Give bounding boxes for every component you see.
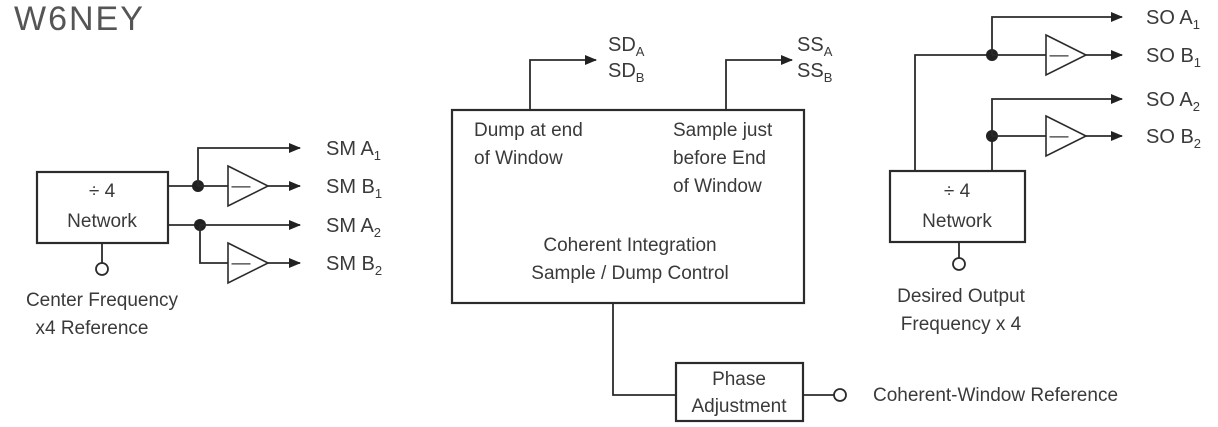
phase-link-wire — [612, 303, 676, 396]
control-label-line2: Sample / Dump Control — [531, 263, 728, 284]
sample-label-line1: Sample just — [673, 120, 773, 141]
control-box — [450, 108, 806, 305]
diagram-title: W6NEY — [14, 0, 145, 38]
right-network-divisor: ÷ 4 — [944, 181, 971, 202]
left-wire-sma1 — [197, 143, 301, 186]
dump-label-line2: of Window — [474, 148, 563, 169]
dump-label-line1: Dump at end — [474, 120, 583, 141]
coherent-window-terminal — [833, 388, 847, 402]
sample-label-line3: of Window — [673, 176, 762, 197]
left-inverter-2-symbol: — — [232, 253, 251, 274]
output-sd-a: SDA — [608, 34, 645, 59]
right-inverter-2-symbol: — — [1050, 126, 1069, 147]
right-wire-soa1 — [991, 12, 1123, 55]
left-reference-terminal — [95, 262, 109, 276]
control-label-line1: Coherent Integration — [543, 235, 716, 256]
left-inverter-2 — [227, 241, 270, 285]
left-network-label: Network — [67, 211, 137, 232]
right-inverter-1 — [1045, 33, 1088, 77]
output-ss-a: SSA — [797, 34, 833, 59]
output-ss-b: SSB — [797, 60, 832, 85]
right-reference-label-line1: Desired Output — [897, 286, 1026, 307]
coherent-window-reference-label: Coherent-Window Reference — [873, 385, 1118, 406]
phase-label-line2: Adjustment — [691, 396, 787, 417]
output-sm-a2: SM A2 — [326, 215, 381, 240]
right-network-label: Network — [922, 211, 992, 232]
phase-adjustment-block: Phase Adjustment Coherent-Window Referen… — [674, 361, 1118, 423]
output-sm-b2: SM B2 — [326, 253, 382, 278]
left-inverter-1 — [227, 164, 270, 208]
right-inverter-2 — [1045, 114, 1088, 158]
output-so-b1: SO B1 — [1146, 45, 1201, 70]
output-sm-b1: SM B1 — [326, 176, 382, 201]
output-sd-b: SDB — [608, 60, 644, 85]
output-so-a1: SO A1 — [1146, 7, 1200, 32]
right-reference-label-line2: Frequency x 4 — [901, 314, 1022, 335]
left-network-box — [35, 170, 170, 245]
left-divider-network: ÷ 4 Network Center Frequency x4 Referenc… — [26, 138, 382, 339]
output-so-b2: SO B2 — [1146, 126, 1201, 151]
output-so-a2: SO A2 — [1146, 89, 1200, 114]
phase-label-line1: Phase — [712, 369, 766, 390]
output-sm-a1: SM A1 — [326, 138, 381, 163]
right-divider-network: ÷ 4 Network Desired Output Frequency x 4… — [888, 7, 1201, 335]
right-wire-soa2 — [991, 94, 1123, 136]
left-reference-label-line1: Center Frequency — [26, 290, 179, 311]
right-inverter-1-symbol: — — [1050, 45, 1069, 66]
sample-label-line2: before End — [673, 148, 766, 169]
left-inverter-1-symbol: — — [232, 176, 251, 197]
phase-adjustment-box — [674, 361, 805, 423]
left-reference-label-line2: x4 Reference — [35, 318, 148, 339]
right-reference-terminal — [952, 257, 966, 271]
left-network-divisor: ÷ 4 — [89, 181, 116, 202]
coherent-integration-block: Dump at end of Window Sample just before… — [450, 34, 833, 396]
sd-output-wire — [529, 55, 597, 110]
right-network-box — [888, 169, 1027, 244]
ss-output-wire — [725, 55, 793, 110]
